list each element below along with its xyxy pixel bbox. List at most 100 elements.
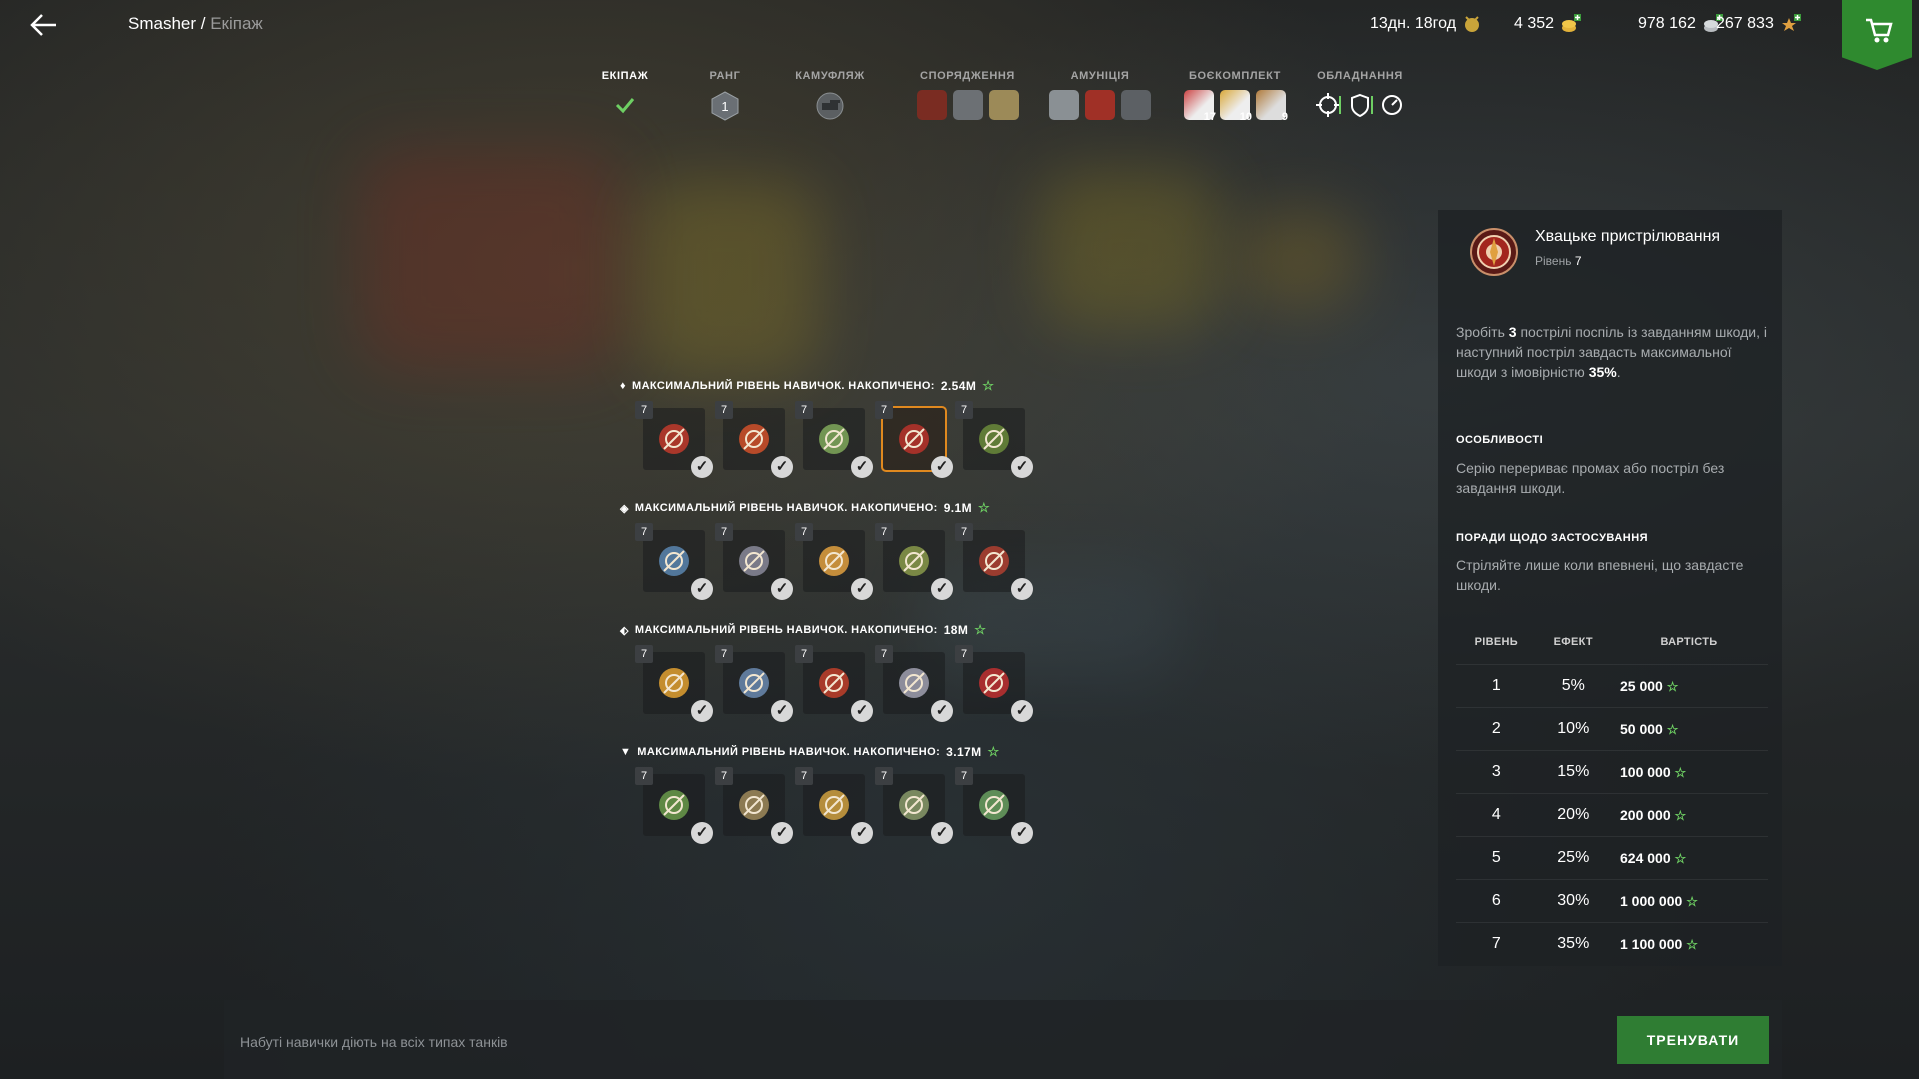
checkmark-icon: ✓ xyxy=(771,456,793,478)
event-timer[interactable]: 13дн. 18год xyxy=(1370,14,1482,34)
skill-level-badge: 7 xyxy=(955,645,973,663)
checkmark-icon xyxy=(615,98,635,114)
footer-bar: Набуті навички діють на всіх типах танкі… xyxy=(224,1000,1782,1079)
tab-crew-label: ЕКІПАЖ xyxy=(601,70,649,82)
branch-accumulated: 18M xyxy=(943,623,969,637)
checkmark-icon: ✓ xyxy=(771,700,793,722)
level-cell: 1 xyxy=(1456,664,1537,708)
tab-ammo[interactable]: БОЄКОМПЛЕКТ 17 10 9 xyxy=(1175,70,1295,123)
level-cell: 3 xyxy=(1456,750,1537,794)
free-xp-balance[interactable]: 267 833 xyxy=(1716,14,1801,34)
gold-coins-icon xyxy=(1560,14,1582,34)
cost-cell: 100 000 ☆ xyxy=(1610,750,1768,794)
tab-equipment-modules[interactable]: ОБЛАДНАННЯ xyxy=(1310,70,1410,120)
tab-rank[interactable]: РАНГ 1 xyxy=(690,70,760,122)
breadcrumb-separator: / xyxy=(196,14,211,33)
target-shield-icon xyxy=(896,421,932,457)
repair-kit-icon xyxy=(736,543,772,579)
skill-slot[interactable]: 7✓ xyxy=(715,523,793,600)
level-cell: 4 xyxy=(1456,793,1537,837)
xp-star-icon: ☆ xyxy=(982,378,995,393)
skill-slot[interactable]: 7✓ xyxy=(795,523,873,600)
effect-cell: 10% xyxy=(1536,707,1610,751)
skill-slot[interactable]: 7✓ xyxy=(955,767,1033,844)
skill-slot[interactable]: 7✓ xyxy=(635,523,713,600)
skill-slot[interactable]: 7✓ xyxy=(795,645,873,722)
tank-target-icon xyxy=(896,543,932,579)
explosion-icon xyxy=(656,665,692,701)
branch-accumulated: 3.17M xyxy=(946,745,982,759)
skill-slot[interactable]: 7✓ xyxy=(635,645,713,722)
checkmark-icon: ✓ xyxy=(931,822,953,844)
shell-icon xyxy=(816,421,852,457)
gold-balance[interactable]: 4 352 xyxy=(1514,14,1582,34)
branch-title-text: МАКСИМАЛЬНИЙ РІВЕНЬ НАВИЧОК. НАКОПИЧЕНО: xyxy=(632,380,935,392)
skill-level-badge: 7 xyxy=(795,401,813,419)
skill-slot[interactable]: 7✓ xyxy=(875,401,953,478)
train-button[interactable]: ТРЕНУВАТИ xyxy=(1617,1016,1769,1064)
background-garage xyxy=(1040,170,1220,330)
skill-level-badge: 7 xyxy=(715,645,733,663)
branch-title-text: МАКСИМАЛЬНИЙ РІВЕНЬ НАВИЧОК. НАКОПИЧЕНО: xyxy=(634,502,938,514)
skill-level-badge: 7 xyxy=(955,523,973,541)
skill-level-badge: 7 xyxy=(795,767,813,785)
free-xp-amount: 267 833 xyxy=(1716,15,1774,32)
top-bar: Smasher / Екіпаж 13дн. 18год 4 352 978 1… xyxy=(0,0,1919,70)
skill-slot[interactable]: 7✓ xyxy=(715,401,793,478)
skill-slot[interactable]: 7✓ xyxy=(955,645,1033,722)
credits-balance[interactable]: 978 162 xyxy=(1638,14,1723,34)
tab-crew[interactable]: ЕКІПАЖ xyxy=(580,70,670,120)
background-garage xyxy=(640,180,820,380)
skill-slot[interactable]: 7✓ xyxy=(955,401,1033,478)
tank-side-icon xyxy=(896,787,932,823)
xp-star-icon: ☆ xyxy=(974,622,987,637)
checkmark-icon: ✓ xyxy=(1011,578,1033,600)
skill-slot[interactable]: 7✓ xyxy=(715,767,793,844)
branch-marker-icon: ◈ xyxy=(620,502,629,515)
skill-level-badge: 7 xyxy=(955,401,973,419)
skill-slot[interactable]: 7✓ xyxy=(955,523,1033,600)
branch-title-text: МАКСИМАЛЬНИЙ РІВЕНЬ НАВИЧОК. НАКОПИЧЕНО: xyxy=(637,746,941,758)
skill-slot[interactable]: 7✓ xyxy=(875,645,953,722)
rotate-icon xyxy=(976,787,1012,823)
tab-camouflage-label: КАМУФЛЯЖ xyxy=(795,70,865,82)
skill-slot[interactable]: 7✓ xyxy=(795,401,873,478)
skill-slot[interactable]: 7✓ xyxy=(875,767,953,844)
skill-slot[interactable]: 7✓ xyxy=(635,401,713,478)
cost-cell: 200 000 ☆ xyxy=(1610,793,1768,837)
tab-camouflage[interactable]: КАМУФЛЯЖ xyxy=(785,70,875,122)
shop-button[interactable] xyxy=(1842,0,1912,70)
skill-description: Зробіть 3 пострілі поспіль із завданням … xyxy=(1456,324,1767,380)
skill-level-badge: 7 xyxy=(715,523,733,541)
back-arrow-icon xyxy=(30,14,56,36)
features-heading: ОСОБЛИВОСТІ xyxy=(1456,434,1544,446)
camouflage-icon xyxy=(816,92,844,120)
skill-slot[interactable]: 7✓ xyxy=(875,523,953,600)
back-button[interactable] xyxy=(28,12,58,38)
cost-cell: 25 000 ☆ xyxy=(1610,664,1768,708)
xp-star-icon: ☆ xyxy=(1686,936,1698,952)
skill-slot[interactable]: 7✓ xyxy=(795,767,873,844)
effect-cell: 20% xyxy=(1536,793,1610,837)
breadcrumb: Smasher / Екіпаж xyxy=(128,14,263,34)
tab-consumables[interactable]: АМУНІЦІЯ xyxy=(1040,70,1160,120)
branch-accumulated: 2.54M xyxy=(940,379,977,393)
skill-slot[interactable]: 7✓ xyxy=(635,767,713,844)
cart-icon xyxy=(1866,18,1893,43)
level-cell: 7 xyxy=(1456,922,1537,965)
branch-marker-icon: ♦ xyxy=(620,380,627,392)
skill-level-badge: 7 xyxy=(795,645,813,663)
breadcrumb-vehicle[interactable]: Smasher xyxy=(128,14,197,33)
ammo-clip-icon xyxy=(896,665,932,701)
checkmark-icon: ✓ xyxy=(691,822,713,844)
xp-star-icon xyxy=(1780,14,1801,34)
tab-equipment[interactable]: СПОРЯДЖЕННЯ xyxy=(900,70,1035,120)
checkmark-icon: ✓ xyxy=(691,700,713,722)
skill-slot[interactable]: 7✓ xyxy=(715,645,793,722)
toolbox-icon xyxy=(916,90,947,120)
xp-star-icon: ☆ xyxy=(978,500,991,515)
skill-name: Хвацьке пристрілювання xyxy=(1535,228,1721,245)
column-header-level: РІВЕНЬ xyxy=(1474,636,1518,648)
